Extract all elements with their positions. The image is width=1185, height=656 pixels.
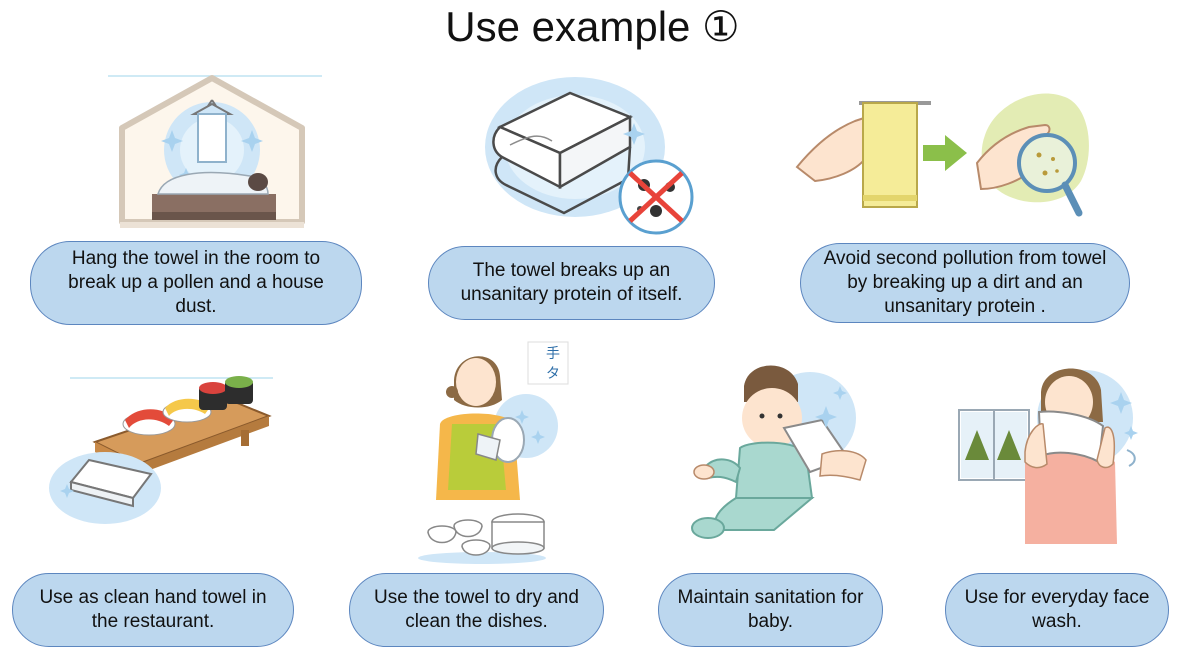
caption-bubble-restaurant: Use as clean hand towel in the restauran… bbox=[12, 573, 294, 647]
caption-text: Use the towel to dry and clean the dishe… bbox=[374, 587, 579, 632]
caption-bubble-dishes: Use the towel to dry and clean the dishe… bbox=[349, 573, 604, 647]
page-title: Use example ① bbox=[445, 3, 740, 50]
woman-drying-dishes-icon: 手 タ bbox=[418, 341, 569, 564]
caption-text: The towel breaks up an unsanitary protei… bbox=[460, 260, 683, 305]
caption-bubble-baby: Maintain sanitation for baby. bbox=[658, 573, 883, 647]
caption-text: Maintain sanitation for baby. bbox=[677, 587, 864, 632]
caption-text: Use as clean hand towel in the restauran… bbox=[39, 587, 267, 632]
svg-text:タ: タ bbox=[546, 366, 560, 382]
caption-text: Hang the towel in the room to break up a… bbox=[68, 248, 324, 317]
svg-text:手: 手 bbox=[546, 346, 560, 362]
baby-towel-icon bbox=[691, 365, 867, 539]
caption-bubble-second-pollution: Avoid second pollution from towel by bre… bbox=[800, 243, 1130, 323]
bedroom-towel-icon bbox=[108, 75, 322, 228]
caption-bubble-self-clean: The towel breaks up an unsanitary protei… bbox=[428, 246, 715, 320]
caption-text: Use for everyday face wash. bbox=[964, 587, 1150, 632]
caption-bubble-room: Hang the towel in the room to break up a… bbox=[30, 241, 362, 325]
caption-bubble-face-wash: Use for everyday face wash. bbox=[945, 573, 1169, 647]
caption-text: Avoid second pollution from towel by bre… bbox=[823, 248, 1107, 317]
hands-towel-magnifier-icon bbox=[795, 93, 1089, 217]
sushi-hand-towel-icon bbox=[49, 376, 273, 524]
woman-face-towel-icon bbox=[958, 368, 1138, 544]
folded-towel-bacteria-icon bbox=[485, 77, 694, 235]
